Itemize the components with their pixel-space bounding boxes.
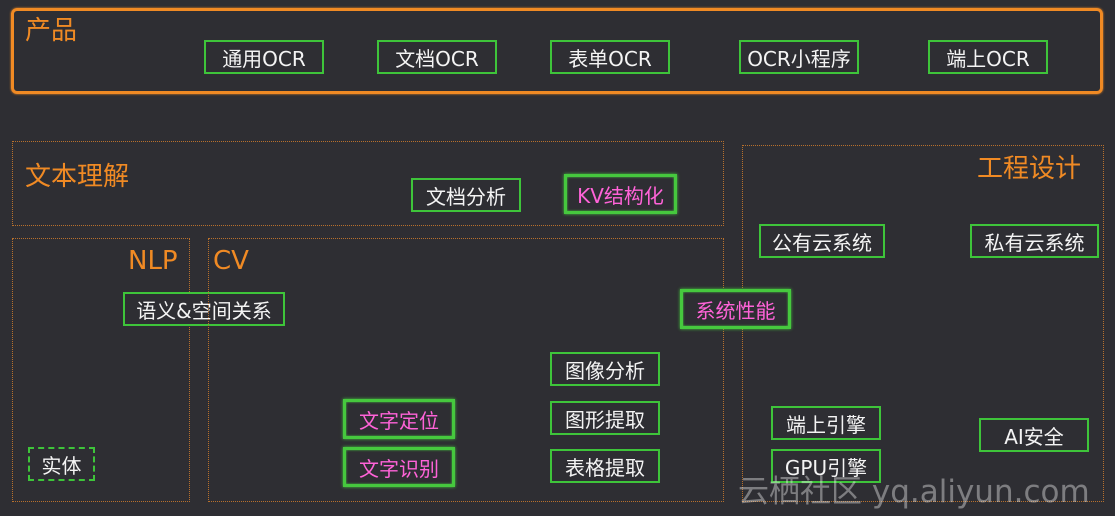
nlp-title: NLP [128, 246, 178, 276]
ai-security-box: AI安全 [979, 418, 1089, 452]
edge-ocr-box: 端上OCR [928, 40, 1048, 74]
cv-region [208, 238, 724, 502]
image-analysis-box: 图像分析 [550, 352, 660, 386]
table-extract-box: 表格提取 [550, 449, 660, 483]
shape-extract-box: 图形提取 [550, 401, 660, 435]
text-recognize-box: 文字识别 [343, 447, 455, 487]
product-title: 产品 [25, 16, 78, 46]
engineering-title: 工程设计 [977, 154, 1082, 184]
text-locate-box: 文字定位 [343, 399, 455, 439]
general-ocr-box: 通用OCR [204, 40, 324, 74]
edge-engine-box: 端上引擎 [771, 406, 881, 440]
entity-box: 实体 [28, 447, 95, 481]
form-ocr-box: 表单OCR [550, 40, 670, 74]
system-performance-box: 系统性能 [680, 289, 791, 329]
cv-title: CV [213, 246, 249, 276]
text-understanding-region [12, 141, 724, 226]
private-cloud-box: 私有云系统 [970, 224, 1099, 258]
watermark: 云栖社区 yq.aliyun.com [738, 474, 1090, 510]
ocr-miniprogram-box: OCR小程序 [739, 40, 859, 74]
gpu-engine-box: GPU引擎 [771, 449, 881, 483]
product-region [11, 8, 1103, 94]
text-understanding-title: 文本理解 [25, 162, 130, 192]
kv-structuring-box: KV结构化 [564, 174, 677, 214]
document-ocr-box: 文档OCR [377, 40, 497, 74]
semantic-spatial-box: 语义&空间关系 [123, 292, 285, 326]
public-cloud-box: 公有云系统 [759, 224, 885, 258]
nlp-region [12, 238, 190, 502]
doc-analysis-box: 文档分析 [411, 178, 521, 212]
